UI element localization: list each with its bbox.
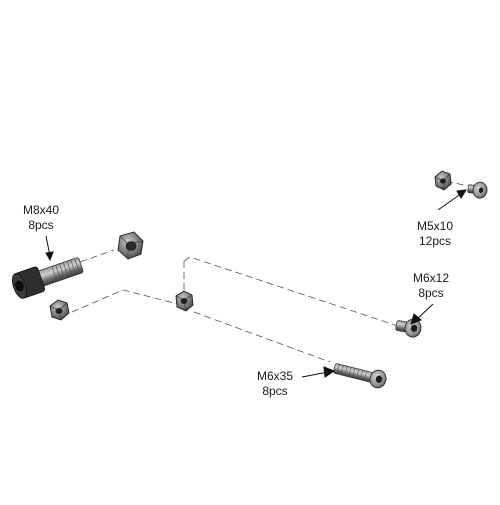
callout-m8x40-size: M8x40 <box>22 203 60 217</box>
callout-m6x35-qty: 8pcs <box>262 384 288 398</box>
hex-socket-icon <box>478 187 484 194</box>
hex-socket-icon <box>410 324 418 333</box>
callout-m8x40: M8x40 8pcs <box>20 203 62 233</box>
m6x35-bolt <box>333 363 387 389</box>
callout-m8x40-qty: 8pcs <box>28 218 54 232</box>
callout-m5x10-qty: 12pcs <box>418 234 452 248</box>
callout-m6x12-size: M6x12 <box>412 271 450 285</box>
leader-m6x12 <box>415 303 434 321</box>
callout-m6x35-size: M6x35 <box>256 369 294 383</box>
hex-socket-icon <box>375 375 383 384</box>
m5-hex-nut <box>434 170 452 191</box>
m8x40-bolt <box>12 257 84 299</box>
callout-leaders <box>45 189 467 378</box>
m5x10-bolt <box>467 181 488 199</box>
callout-m6x12-qty: 8pcs <box>418 286 444 300</box>
callout-m5x10: M5x10 12pcs <box>414 219 456 249</box>
callout-m6x12: M6x12 8pcs <box>409 271 453 301</box>
leader-m6x35 <box>301 371 329 378</box>
dashed-line-upper-bracket-to-m6x12 <box>183 256 399 327</box>
hex-nut-upper <box>117 231 144 260</box>
hex-nut-lower-left <box>49 299 70 321</box>
arrowhead-icon <box>45 251 54 262</box>
hex-nut-center <box>175 290 194 312</box>
leader-m5x10 <box>437 192 463 211</box>
arrowhead-icon <box>323 366 336 378</box>
dashed-line-lower-nut-path <box>71 289 179 313</box>
m8x40-shank <box>36 257 84 287</box>
callout-m5x10-size: M5x10 <box>416 219 454 233</box>
dashed-line-m8-bolt-to-nut <box>79 249 115 263</box>
callout-m6x35: M6x35 8pcs <box>254 369 296 399</box>
arrowhead-icon <box>410 313 422 325</box>
dashed-line-center-nut-to-m6x35 <box>193 311 331 363</box>
hex-socket-icon <box>14 280 25 292</box>
arrowhead-icon <box>456 189 467 199</box>
